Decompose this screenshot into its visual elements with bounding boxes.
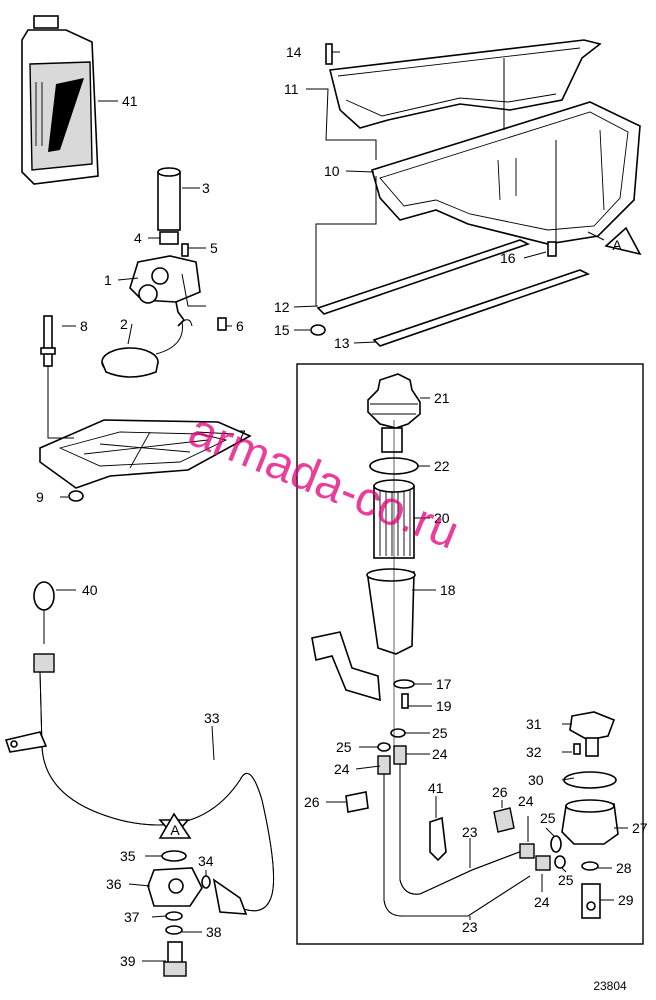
callout-25-mid: 25 bbox=[540, 810, 556, 826]
callout-24-mid: 24 bbox=[518, 793, 534, 809]
callout-41-bottle: 41 bbox=[122, 93, 138, 109]
callout-4: 4 bbox=[134, 230, 142, 246]
callout-25-upper: 25 bbox=[432, 725, 448, 741]
callout-9: 9 bbox=[36, 489, 44, 505]
callout-23-lower: 23 bbox=[462, 919, 478, 935]
oil-pan bbox=[371, 101, 641, 257]
callout-14: 14 bbox=[286, 44, 302, 60]
callout-5: 5 bbox=[210, 240, 218, 256]
callout-16: 16 bbox=[500, 250, 516, 266]
callout-12: 12 bbox=[274, 299, 290, 315]
callout-26-left: 26 bbox=[304, 794, 320, 810]
filter-kit-frame bbox=[296, 363, 644, 945]
callout-23-upper: 23 bbox=[462, 824, 478, 840]
callout-6: 6 bbox=[236, 318, 244, 334]
callout-19: 19 bbox=[436, 698, 452, 714]
callout-41-bracket: 41 bbox=[428, 780, 444, 796]
callout-34: 34 bbox=[198, 853, 214, 869]
callout-15: 15 bbox=[274, 322, 290, 338]
callout-2: 2 bbox=[120, 316, 128, 332]
svg-text:A: A bbox=[612, 237, 622, 253]
callout-35: 35 bbox=[120, 848, 136, 864]
callout-7: 7 bbox=[238, 427, 246, 443]
callout-25-lower: 25 bbox=[558, 872, 574, 888]
callout-10: 10 bbox=[324, 163, 340, 179]
watermark: armada-co.ru bbox=[182, 404, 467, 560]
remote-filter-head bbox=[519, 711, 619, 919]
callout-39: 39 bbox=[120, 953, 136, 969]
callout-3: 3 bbox=[202, 180, 210, 196]
callout-33: 33 bbox=[204, 710, 220, 726]
callout-31: 31 bbox=[526, 716, 542, 732]
callout-27: 27 bbox=[632, 820, 648, 836]
callout-13: 13 bbox=[334, 335, 350, 351]
callout-40: 40 bbox=[82, 582, 98, 598]
callout-24-left: 24 bbox=[334, 761, 350, 777]
section-marker-a-block: A bbox=[158, 812, 192, 839]
oil-hoses bbox=[383, 764, 531, 917]
pan-gaskets bbox=[310, 239, 591, 347]
callout-36: 36 bbox=[106, 876, 122, 892]
callout-38: 38 bbox=[206, 924, 222, 940]
figure-number: 23804 bbox=[593, 979, 627, 993]
callout-1: 1 bbox=[104, 272, 112, 288]
callout-18: 18 bbox=[440, 582, 456, 598]
callout-22: 22 bbox=[434, 458, 450, 474]
svg-text:A: A bbox=[170, 822, 180, 838]
callout-26-right: 26 bbox=[492, 784, 508, 800]
callout-25-left: 25 bbox=[336, 739, 352, 755]
callout-32: 32 bbox=[526, 744, 542, 760]
callout-29: 29 bbox=[618, 892, 634, 908]
adapter-block bbox=[147, 819, 248, 977]
callout-17: 17 bbox=[436, 676, 452, 692]
callout-24-right: 24 bbox=[432, 746, 448, 762]
callout-21: 21 bbox=[434, 390, 450, 406]
callout-37: 37 bbox=[124, 909, 140, 925]
oil-bottle bbox=[21, 15, 99, 185]
oil-pan-gasket bbox=[325, 39, 602, 129]
callout-20: 20 bbox=[434, 510, 450, 526]
callout-28: 28 bbox=[616, 860, 632, 876]
oil-filter-assembly bbox=[311, 373, 421, 813]
callout-11: 11 bbox=[284, 81, 299, 97]
dipstick bbox=[4, 581, 275, 912]
section-marker-a-pan: A bbox=[604, 226, 642, 256]
callout-8: 8 bbox=[80, 318, 88, 334]
callout-24-lower: 24 bbox=[534, 894, 550, 910]
callout-30: 30 bbox=[528, 772, 544, 788]
oil-pump bbox=[101, 167, 227, 378]
baffle-plate bbox=[39, 315, 252, 502]
